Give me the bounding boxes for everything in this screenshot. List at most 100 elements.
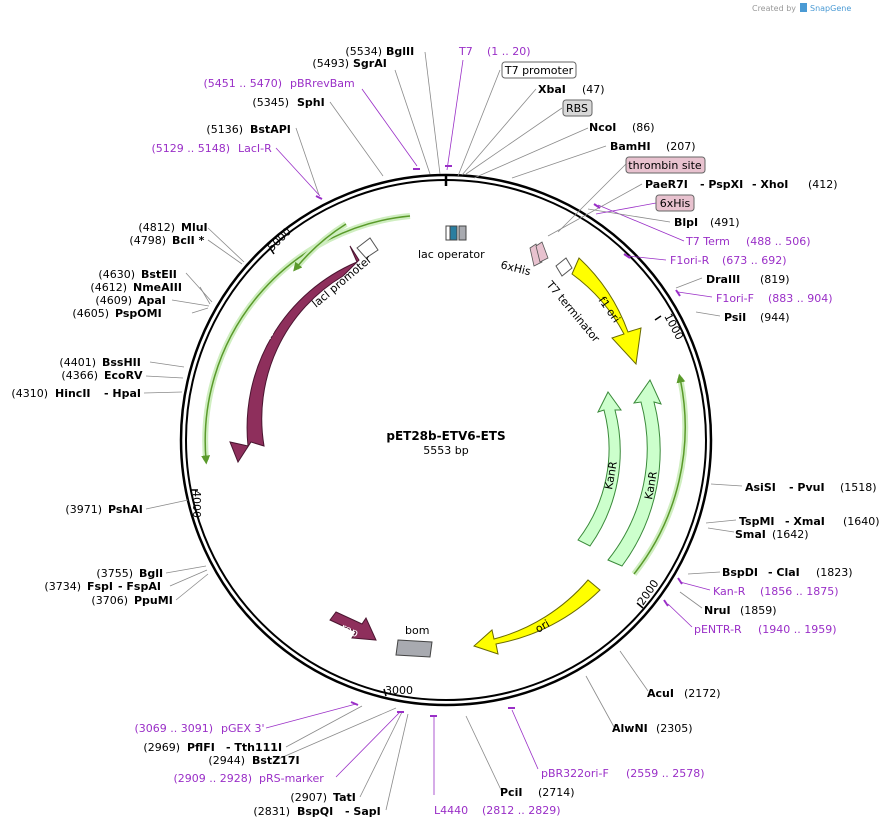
his-tag-box-2 [535,241,549,263]
leader-lines [143,51,743,811]
nruI-name: NruI [704,604,731,617]
fspAI-name: - FspAI [118,580,161,593]
snapgene-logo-icon [800,3,807,12]
feature-f1-ori[interactable]: f1 ori [571,257,642,366]
t7-promoter-box-label [501,61,577,79]
primer-marks [315,165,683,717]
tatI-pos: (2907) [290,791,327,804]
fspI-pos: (3734) [44,580,81,593]
sphI-pos: (5345) [252,96,289,109]
ecoRV-name: EcoRV [104,369,143,382]
t7term-pos: (488 .. 506) [746,235,811,248]
feature-ori[interactable]: ori [473,579,601,655]
rbs-box [562,99,593,117]
bssHII-name: BssHII [102,356,141,369]
bglI-name: BglI [139,567,163,580]
lac-operator-label: lac operator [418,248,485,261]
feature-kanr-1[interactable]: KanR [577,391,622,547]
rop-arrow [329,611,377,641]
ori-label: ori [533,617,552,635]
draIII-name: DraIII [706,273,740,286]
his-label: 6xHis [499,258,532,278]
labels-bottom: (3069 .. 3091) pGEX 3' (2969) PflFI - Tt… [134,722,574,818]
prsmarker-name: pRS-marker [259,772,324,785]
tick-4000: 4000 [190,490,203,518]
bglII-pos: (5534) [345,45,382,58]
pbrrevbam-pos: (5451 .. 5470) [203,77,282,90]
snapgene-credit: Created by SnapGene [752,3,851,13]
labels-top: (5534) BglII T7 (1 .. 20) (5493) SgrAI T… [151,45,837,324]
feature-bom[interactable]: bom [395,624,433,658]
pentrR-pos: (1940 .. 1959) [758,623,837,636]
sgrAI-name: SgrAI [353,57,387,70]
acuI-pos: (2172) [684,687,721,700]
bspQI-name: BspQI [297,805,333,818]
tatI-name: TatI [333,791,356,804]
bspQI-pos: (2831) [253,805,290,818]
t7-promoter-box [458,225,467,241]
t7-name: T7 [458,45,473,58]
feature-laci[interactable]: lacI [229,245,360,464]
f1oriF-pos: (883 .. 904) [768,292,833,305]
plasmid-size: 5553 bp [423,444,468,457]
bglII-name: BglII [386,45,414,58]
f1-ori-arrow [571,257,642,366]
feature-lac-operator[interactable]: lac operator [418,225,485,261]
bstEII-name: BstEII [141,268,177,281]
f1oriF-name: F1ori-F [716,292,754,305]
pbrrevbam-name: pBRrevBam [290,77,355,90]
orf-arc-2-glow [293,221,348,270]
kanRp-name: Kan-R [713,585,746,598]
prsmarker-pos: (2909 .. 2928) [173,772,252,785]
pciI-name: PciI [500,786,522,799]
pbr322ori-name: pBR322ori-F [541,767,609,780]
feature-laci-promoter[interactable]: lacI promoter [310,237,379,311]
bstAPI-pos: (5136) [206,123,243,136]
ecoRV-pos: (4366) [61,369,98,382]
laciR-name: LacI-R [238,142,272,155]
orf-arc-3-glow [631,377,689,576]
l4440-pos: (2812 .. 2829) [482,804,561,817]
feature-kanr-2[interactable]: KanR [607,378,662,567]
acuI-name: AcuI [647,687,674,700]
credit-text: Created by [752,4,796,13]
nmeAIII-pos: (4612) [90,281,127,294]
xmaI-name: - XmaI [785,515,825,528]
laci-arrow [229,245,360,464]
mluI-pos: (4812) [138,221,175,234]
pgex3-name: pGEX 3' [221,722,265,735]
ppuMI-name: PpuMI [134,594,173,607]
plasmid-name: pET28b-ETV6-ETS [386,429,505,443]
tth111I-name: - Tth111I [226,741,282,754]
hincII-pos: (4310) [11,387,48,400]
laci-promoter-label: lacI promoter [310,253,375,311]
tick-5000: 5000 [265,225,294,254]
feature-6xhis[interactable]: 6xHis [499,241,549,278]
xbaI-pos: (47) [582,83,605,96]
orf-arc-1 [201,215,411,465]
kanRp-pos: (1856 .. 1875) [760,585,839,598]
pbr322ori-pos: (2559 .. 2578) [626,767,705,780]
orf-arc-2 [293,223,347,272]
ncoI-pos: (86) [632,121,655,134]
brand-text: SnapGene [810,4,851,13]
bstZ17I-pos: (2944) [208,754,245,767]
f1oriR-pos: (673 .. 692) [722,254,787,267]
thrombin-box [625,156,706,174]
alwNI-name: AlwNI [612,722,648,735]
apaI-pos: (4609) [95,294,132,307]
kanr-1-arrow [577,391,622,547]
alwNI-pos: (2305) [656,722,693,735]
ppuMI-pos: (3706) [91,594,128,607]
laci-promoter-arrow [356,237,379,259]
paeR7I-pos: (412) [808,178,838,191]
nruI-pos: (1859) [740,604,777,617]
bstEII-pos: (4630) [98,268,135,281]
pshAI-pos: (3971) [65,503,102,516]
feature-rop[interactable]: rop [329,611,377,641]
bom-box [395,639,433,658]
mluI-name: MluI [181,221,208,234]
labels-left: (4812) MluI (4798) BclI * (4630) BstEII … [11,221,207,607]
pgex3-pos: (3069 .. 3091) [134,722,213,735]
